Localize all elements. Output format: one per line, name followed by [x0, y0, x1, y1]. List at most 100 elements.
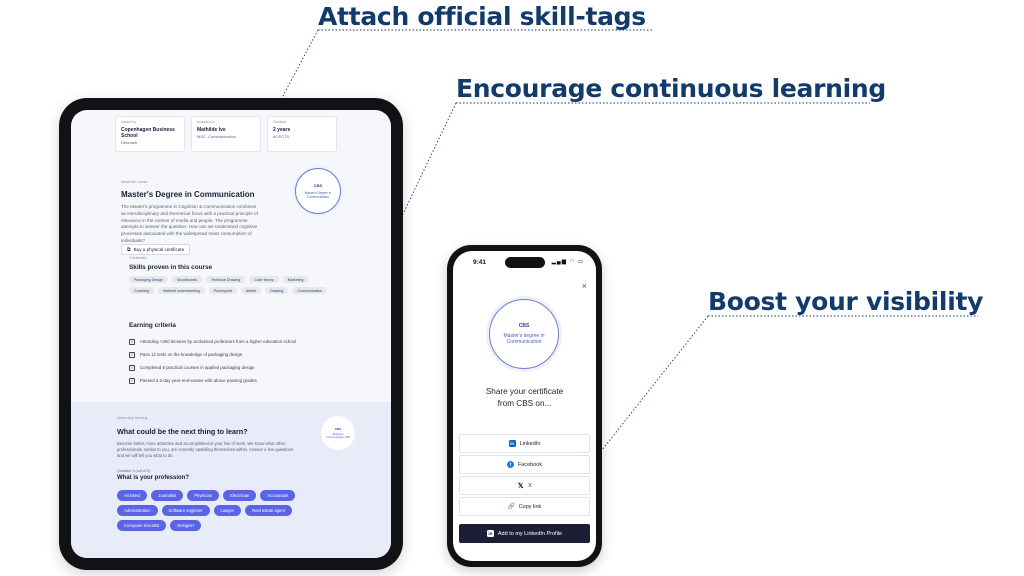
- skill-chip[interactable]: Color theory: [249, 276, 279, 283]
- profession-option[interactable]: Physician: [187, 490, 220, 501]
- share-facebook-button[interactable]: f Facebook: [459, 455, 590, 474]
- tablet-device: Issued by Copenhagen Business School Den…: [59, 98, 403, 570]
- question-title: What is your profession?: [117, 475, 190, 481]
- profession-option[interactable]: Administration: [117, 505, 158, 516]
- course-title: Master's Degree in Communication: [121, 190, 255, 199]
- skill-chip[interactable]: Powerpoint: [208, 287, 237, 294]
- link-icon: 🔗: [507, 504, 515, 510]
- profession-option[interactable]: Lawyer: [213, 505, 242, 516]
- skill-chip[interactable]: Adobe: [240, 287, 262, 294]
- copy-link-button[interactable]: 🔗 Copy link: [459, 497, 590, 516]
- add-to-linkedin-label: Add to my LinkedIn Profile: [497, 530, 563, 537]
- learning-badge-text: Business Communication CBS: [325, 432, 351, 439]
- callout-skill-tags: Attach official skill-tags: [318, 2, 646, 31]
- criteria-item: ✓ Pass 12 tests on the knowledge of pack…: [129, 348, 339, 361]
- x-icon: 𝕏: [517, 482, 524, 490]
- info-card-sub: MSC. Communication: [197, 134, 236, 139]
- info-card-value: Mathilde Ive: [197, 127, 226, 133]
- share-linkedin-label: LinkedIn: [519, 440, 541, 447]
- info-cards: Issued by Copenhagen Business School Den…: [115, 116, 337, 152]
- criteria-item: ✓ Passed a 2-day year-end-exams with abo…: [129, 374, 339, 387]
- criteria-text: Pass 12 tests on the knowledge of packag…: [140, 352, 243, 357]
- learning-title: What could be the next thing to learn?: [117, 427, 248, 436]
- info-card-value: 2 years: [273, 127, 291, 133]
- skill-chip[interactable]: Technical Drawing: [205, 276, 246, 283]
- learning-content: Never stop learning What could be the ne…: [117, 416, 307, 531]
- info-card-label: Awarded to: [197, 120, 215, 124]
- certificate-badge: CBS Master's degree in Communication: [489, 299, 559, 369]
- buy-certificate-label: Buy a physical certificate: [133, 247, 185, 252]
- course-label: About the course: [121, 180, 148, 184]
- checkbox-icon: ✓: [129, 338, 135, 345]
- badge-text: Master's degree in Communication: [503, 333, 545, 345]
- linkedin-icon: in: [486, 530, 494, 537]
- add-to-linkedin-button[interactable]: in Add to my LinkedIn Profile: [459, 524, 590, 543]
- status-time: 9:41: [473, 259, 487, 266]
- criteria-section: Earning criteria ✓ Attending +260 lectur…: [129, 322, 339, 387]
- phone-device: 9:41 ▂▄▆ ◠ ▭ × CBS Master's degree in Co…: [447, 245, 602, 567]
- profession-option[interactable]: Designer: [170, 520, 202, 531]
- info-card-sub: Denmark: [121, 140, 138, 145]
- share-x-button[interactable]: 𝕏 X: [459, 476, 590, 495]
- share-heading: Share your certificate from CBS on...: [453, 386, 596, 410]
- criteria-text: Completed 6 practical courses in applied…: [140, 365, 255, 370]
- course-description: The Master's programme in Cognition & Co…: [121, 204, 258, 243]
- checkbox-icon: ✓: [129, 351, 135, 358]
- profession-option[interactable]: Computer Scientist: [117, 520, 167, 531]
- skill-chip[interactable]: Marketing: [282, 276, 309, 283]
- course-section: About the course Master's Degree in Comm…: [121, 180, 351, 245]
- criteria-text: Passed a 2-day year-end-exams with above…: [140, 378, 257, 383]
- signal-wifi-battery-icon: ▂▄▆ ◠ ▭: [551, 259, 584, 265]
- skill-chip[interactable]: Material understanding: [158, 287, 205, 294]
- share-x-label: X: [528, 482, 532, 489]
- close-icon[interactable]: ×: [581, 281, 587, 291]
- profession-option[interactable]: Electrician: [223, 490, 257, 501]
- skills-label: Credentials: [129, 256, 147, 260]
- buy-certificate-button[interactable]: ⧉ Buy a physical certificate: [121, 244, 191, 255]
- cbs-logo: CBS: [334, 426, 342, 431]
- badge-text: Master's Degree in Communication: [304, 191, 332, 199]
- certificate-badge: CBS Master's Degree in Communication: [295, 168, 341, 214]
- skill-chip[interactable]: Coaching: [129, 287, 155, 294]
- dynamic-island: [505, 257, 545, 268]
- checkbox-icon: ✓: [129, 364, 135, 371]
- tablet-screen: Issued by Copenhagen Business School Den…: [71, 110, 391, 558]
- profession-option[interactable]: Accountant: [260, 490, 296, 501]
- share-linkedin-button[interactable]: in LinkedIn: [459, 434, 590, 453]
- skills-section: Credentials Skills proven in this course…: [129, 256, 339, 294]
- share-heading-line2: from CBS on...: [497, 399, 552, 408]
- learning-badge: CBS Business Communication CBS: [321, 416, 355, 450]
- skill-chip[interactable]: Drawing: [265, 287, 289, 294]
- cbs-logo: CBS: [313, 183, 323, 188]
- criteria-list: ✓ Attending +260 lectures by acclaimed p…: [129, 335, 339, 387]
- share-facebook-label: Facebook: [517, 461, 543, 468]
- learning-label: Never stop learning: [117, 416, 148, 420]
- profession-option[interactable]: Architect: [117, 490, 148, 501]
- callout-visibility: Boost your visibility: [708, 287, 984, 316]
- profession-option[interactable]: Journalist: [151, 490, 184, 501]
- copy-link-label: Copy link: [518, 503, 542, 510]
- skill-chip[interactable]: Communication: [292, 287, 328, 294]
- profession-options: Architect Journalist Physician Electrici…: [117, 490, 317, 531]
- status-bar: 9:41 ▂▄▆ ◠ ▭: [453, 251, 596, 273]
- skill-chip[interactable]: Moodboards: [171, 276, 202, 283]
- criteria-text: Attending +260 lectures by acclaimed pro…: [140, 339, 297, 344]
- leader-line-3: [597, 315, 709, 456]
- info-card-sub: 60 ECTS: [273, 134, 290, 139]
- facebook-icon: f: [506, 461, 514, 468]
- profession-option[interactable]: Software engineer: [161, 505, 210, 516]
- info-card-label: Issued by: [121, 120, 136, 124]
- checkbox-icon: ✓: [129, 377, 135, 384]
- info-card-issuer: Issued by Copenhagen Business School Den…: [115, 116, 185, 152]
- profession-option[interactable]: Real estate agent: [245, 505, 292, 516]
- phone-screen: 9:41 ▂▄▆ ◠ ▭ × CBS Master's degree in Co…: [453, 251, 596, 561]
- skill-chips: Packaging Design Moodboards Technical Dr…: [129, 276, 329, 294]
- info-card-value: Copenhagen Business School: [121, 127, 175, 139]
- criteria-item: ✓ Attending +260 lectures by acclaimed p…: [129, 335, 339, 348]
- question-counter: Question 1 (out of 3): [117, 469, 150, 473]
- cbs-logo: CBS: [518, 323, 530, 329]
- skill-chip[interactable]: Packaging Design: [129, 276, 168, 283]
- criteria-item: ✓ Completed 6 practical courses in appli…: [129, 361, 339, 374]
- share-heading-line1: Share your certificate: [485, 387, 564, 396]
- info-card-duration: Duration 2 years 60 ECTS: [267, 116, 337, 152]
